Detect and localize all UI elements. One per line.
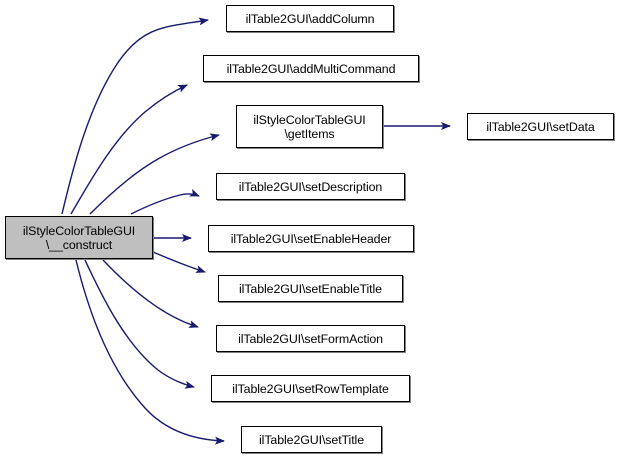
node-label: ilTable2GUI\setFormAction: [238, 331, 383, 346]
edge-root-to-setFormAction: [102, 259, 199, 328]
node-label: ilTable2GUI\setRowTemplate: [232, 381, 389, 396]
edge-root-to-getItems: [89, 133, 220, 215]
node-label: ilTable2GUI\setEnableHeader: [230, 231, 392, 246]
edge-root-to-addColumn: [61, 17, 209, 215]
node-label: ilTable2GUI\addMultiCommand: [226, 61, 396, 76]
node-label: ilTable2GUI\setEnableTitle: [239, 281, 382, 296]
node-ilstylecolortablegui-construct[interactable]: ilStyleColorTableGUI \__construct: [5, 216, 153, 259]
node-label: ilTable2GUI\setData: [486, 119, 595, 134]
node-iltable2gui-setformaction[interactable]: ilTable2GUI\setFormAction: [216, 325, 405, 352]
node-iltable2gui-addmulticommand[interactable]: ilTable2GUI\addMultiCommand: [203, 55, 419, 82]
node-label: ilTable2GUI\setDescription: [238, 179, 383, 194]
node-label: ilTable2GUI\setTitle: [259, 432, 364, 447]
node-iltable2gui-setdata[interactable]: ilTable2GUI\setData: [467, 113, 614, 140]
edge-root-to-setTitle: [75, 259, 225, 445]
node-iltable2gui-setrowtemplate[interactable]: ilTable2GUI\setRowTemplate: [211, 375, 410, 402]
edge-root-to-setEnableTitle: [152, 251, 206, 273]
node-iltable2gui-setenableheader[interactable]: ilTable2GUI\setEnableHeader: [208, 225, 414, 252]
edge-root-to-setDescription: [130, 188, 200, 215]
node-label: ilTable2GUI\addColumn: [245, 11, 375, 26]
node-label: ilStyleColorTableGUI \getItems: [253, 112, 366, 141]
edge-root-to-setRowTemplate: [84, 259, 195, 389]
node-label: ilStyleColorTableGUI \__construct: [22, 223, 136, 252]
node-iltable2gui-setdescription[interactable]: ilTable2GUI\setDescription: [216, 173, 405, 200]
node-iltable2gui-settitle[interactable]: ilTable2GUI\setTitle: [241, 426, 382, 453]
node-iltable2gui-addcolumn[interactable]: ilTable2GUI\addColumn: [226, 5, 394, 32]
node-ilstylecolortablegui-getitems[interactable]: ilStyleColorTableGUI \getItems: [236, 105, 383, 148]
edge-root-to-addMultiCommand: [70, 84, 188, 215]
node-iltable2gui-setenabletitle[interactable]: ilTable2GUI\setEnableTitle: [218, 275, 403, 302]
